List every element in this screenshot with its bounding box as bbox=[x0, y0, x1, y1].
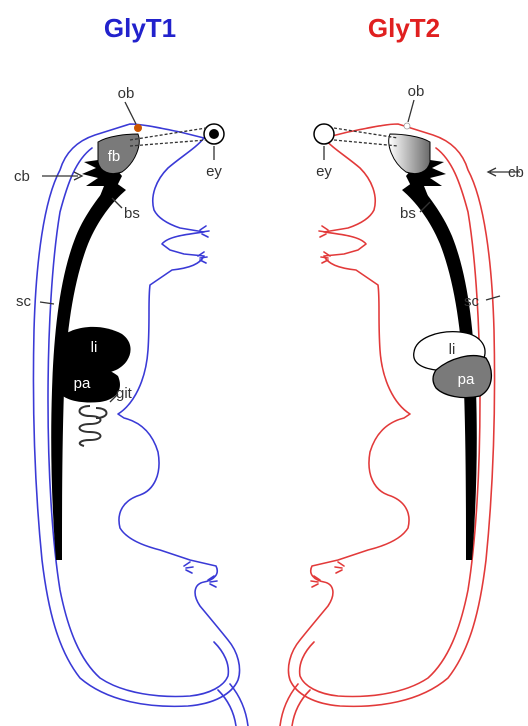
glyt2-label-cb: cb bbox=[508, 164, 524, 181]
glyt2-eye bbox=[314, 124, 334, 144]
glyt2-label-ey: ey bbox=[316, 163, 332, 180]
glyt1-panel: GlyT1 fb bbox=[14, 13, 248, 726]
glyt2-label-sc: sc bbox=[464, 293, 480, 310]
glyt2-label-pa: pa bbox=[458, 371, 475, 388]
glyt2-label-bs: bs bbox=[400, 205, 416, 222]
glyt1-olfactory-bulb bbox=[134, 124, 142, 132]
glyt1-rat-outline bbox=[33, 124, 248, 726]
glyt1-label-ob: ob bbox=[118, 85, 135, 102]
glyt1-label-cb: cb bbox=[14, 168, 30, 185]
glyt2-panel: GlyT2 bbox=[280, 13, 524, 726]
glyt1-optic-dashes bbox=[130, 128, 206, 146]
glyt2-olfactory-bulb bbox=[404, 123, 410, 129]
glyt2-title: GlyT2 bbox=[368, 13, 440, 43]
glyt2-label-li: li bbox=[449, 341, 456, 358]
glyt1-label-li: li bbox=[91, 339, 98, 356]
glyt1-label-git: git bbox=[116, 385, 133, 402]
glyt1-paws bbox=[184, 226, 217, 587]
glyt1-label-ey: ey bbox=[206, 163, 222, 180]
glyt1-label-fb: fb bbox=[108, 148, 121, 165]
glyt1-label-pa: pa bbox=[74, 375, 91, 392]
glyt1-label-bs: bs bbox=[124, 205, 140, 222]
glyt2-forebrain bbox=[389, 134, 430, 174]
glyt2-rat-outline bbox=[280, 124, 495, 726]
glyt1-label-sc: sc bbox=[16, 293, 32, 310]
glyt1-title: GlyT1 bbox=[104, 13, 176, 43]
glyt2-label-ob: ob bbox=[408, 83, 425, 100]
glyt1-git-coils bbox=[80, 406, 107, 446]
